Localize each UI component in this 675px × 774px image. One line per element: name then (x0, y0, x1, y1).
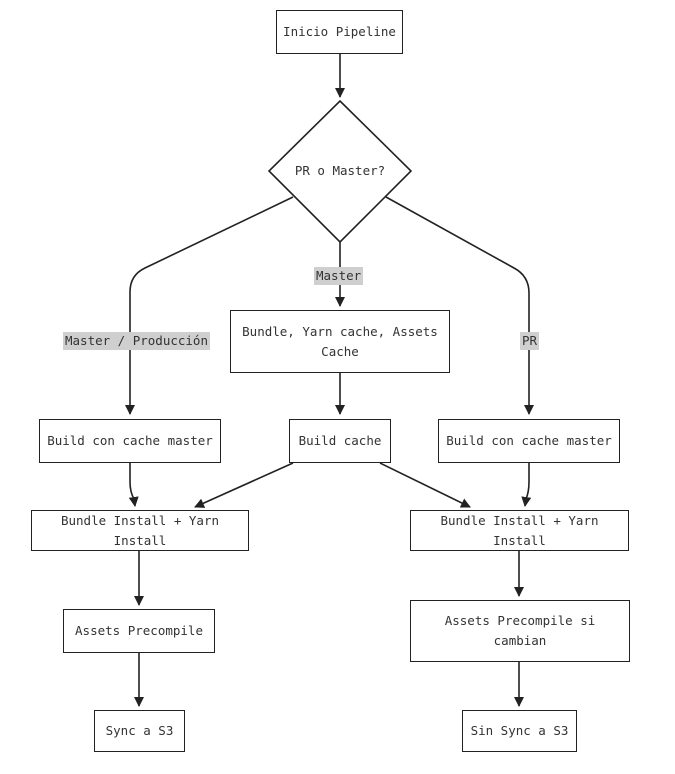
edge-buildleft-installleft (128, 463, 139, 507)
start-node-label: Inicio Pipeline (283, 24, 396, 39)
build-left-node: Build con cache master (39, 419, 221, 463)
edge-buildright-installright (521, 463, 532, 507)
install-left-label: Bundle Install + Yarn Install (60, 512, 220, 548)
decision-diamond (267, 99, 413, 244)
cache-step-node: Bundle, Yarn cache, Assets Cache (230, 310, 450, 373)
precompile-left-node: Assets Precompile (63, 609, 215, 653)
install-left-node: Bundle Install + Yarn Install (31, 510, 249, 551)
install-right-label: Bundle Install + Yarn Install (440, 512, 599, 548)
install-right-node: Bundle Install + Yarn Install (410, 510, 629, 551)
edge-label-master-produccion: Master / Producción (63, 332, 210, 350)
build-cache-node: Build cache (289, 419, 391, 463)
cache-step-label: Bundle, Yarn cache, Assets Cache (242, 323, 438, 359)
build-left-label: Build con cache master (47, 433, 213, 448)
start-node: Inicio Pipeline (276, 10, 403, 54)
edge-label-master: Master (314, 267, 364, 285)
precompile-right-node: Assets Precompile si cambian (410, 600, 630, 662)
edge-buildcache-installleft (194, 462, 294, 508)
build-cache-label: Build cache (298, 433, 382, 448)
precompile-right-label: Assets Precompile si cambian (444, 613, 596, 648)
sync-right-node: Sin Sync a S3 (462, 710, 577, 752)
sync-left-label: Sync a S3 (105, 723, 174, 738)
build-right-label: Build con cache master (446, 433, 612, 448)
edge-decision-build-right (385, 196, 534, 415)
edge-decision-build-left (125, 196, 294, 415)
edge-buildcache-installright (379, 462, 471, 508)
decision-label: PR o Master? (294, 163, 386, 178)
sync-left-node: Sync a S3 (94, 710, 185, 752)
sync-right-label: Sin Sync a S3 (470, 723, 569, 738)
build-right-node: Build con cache master (438, 419, 620, 463)
edge-label-pr: PR (520, 332, 540, 350)
precompile-left-label: Assets Precompile (75, 623, 203, 638)
